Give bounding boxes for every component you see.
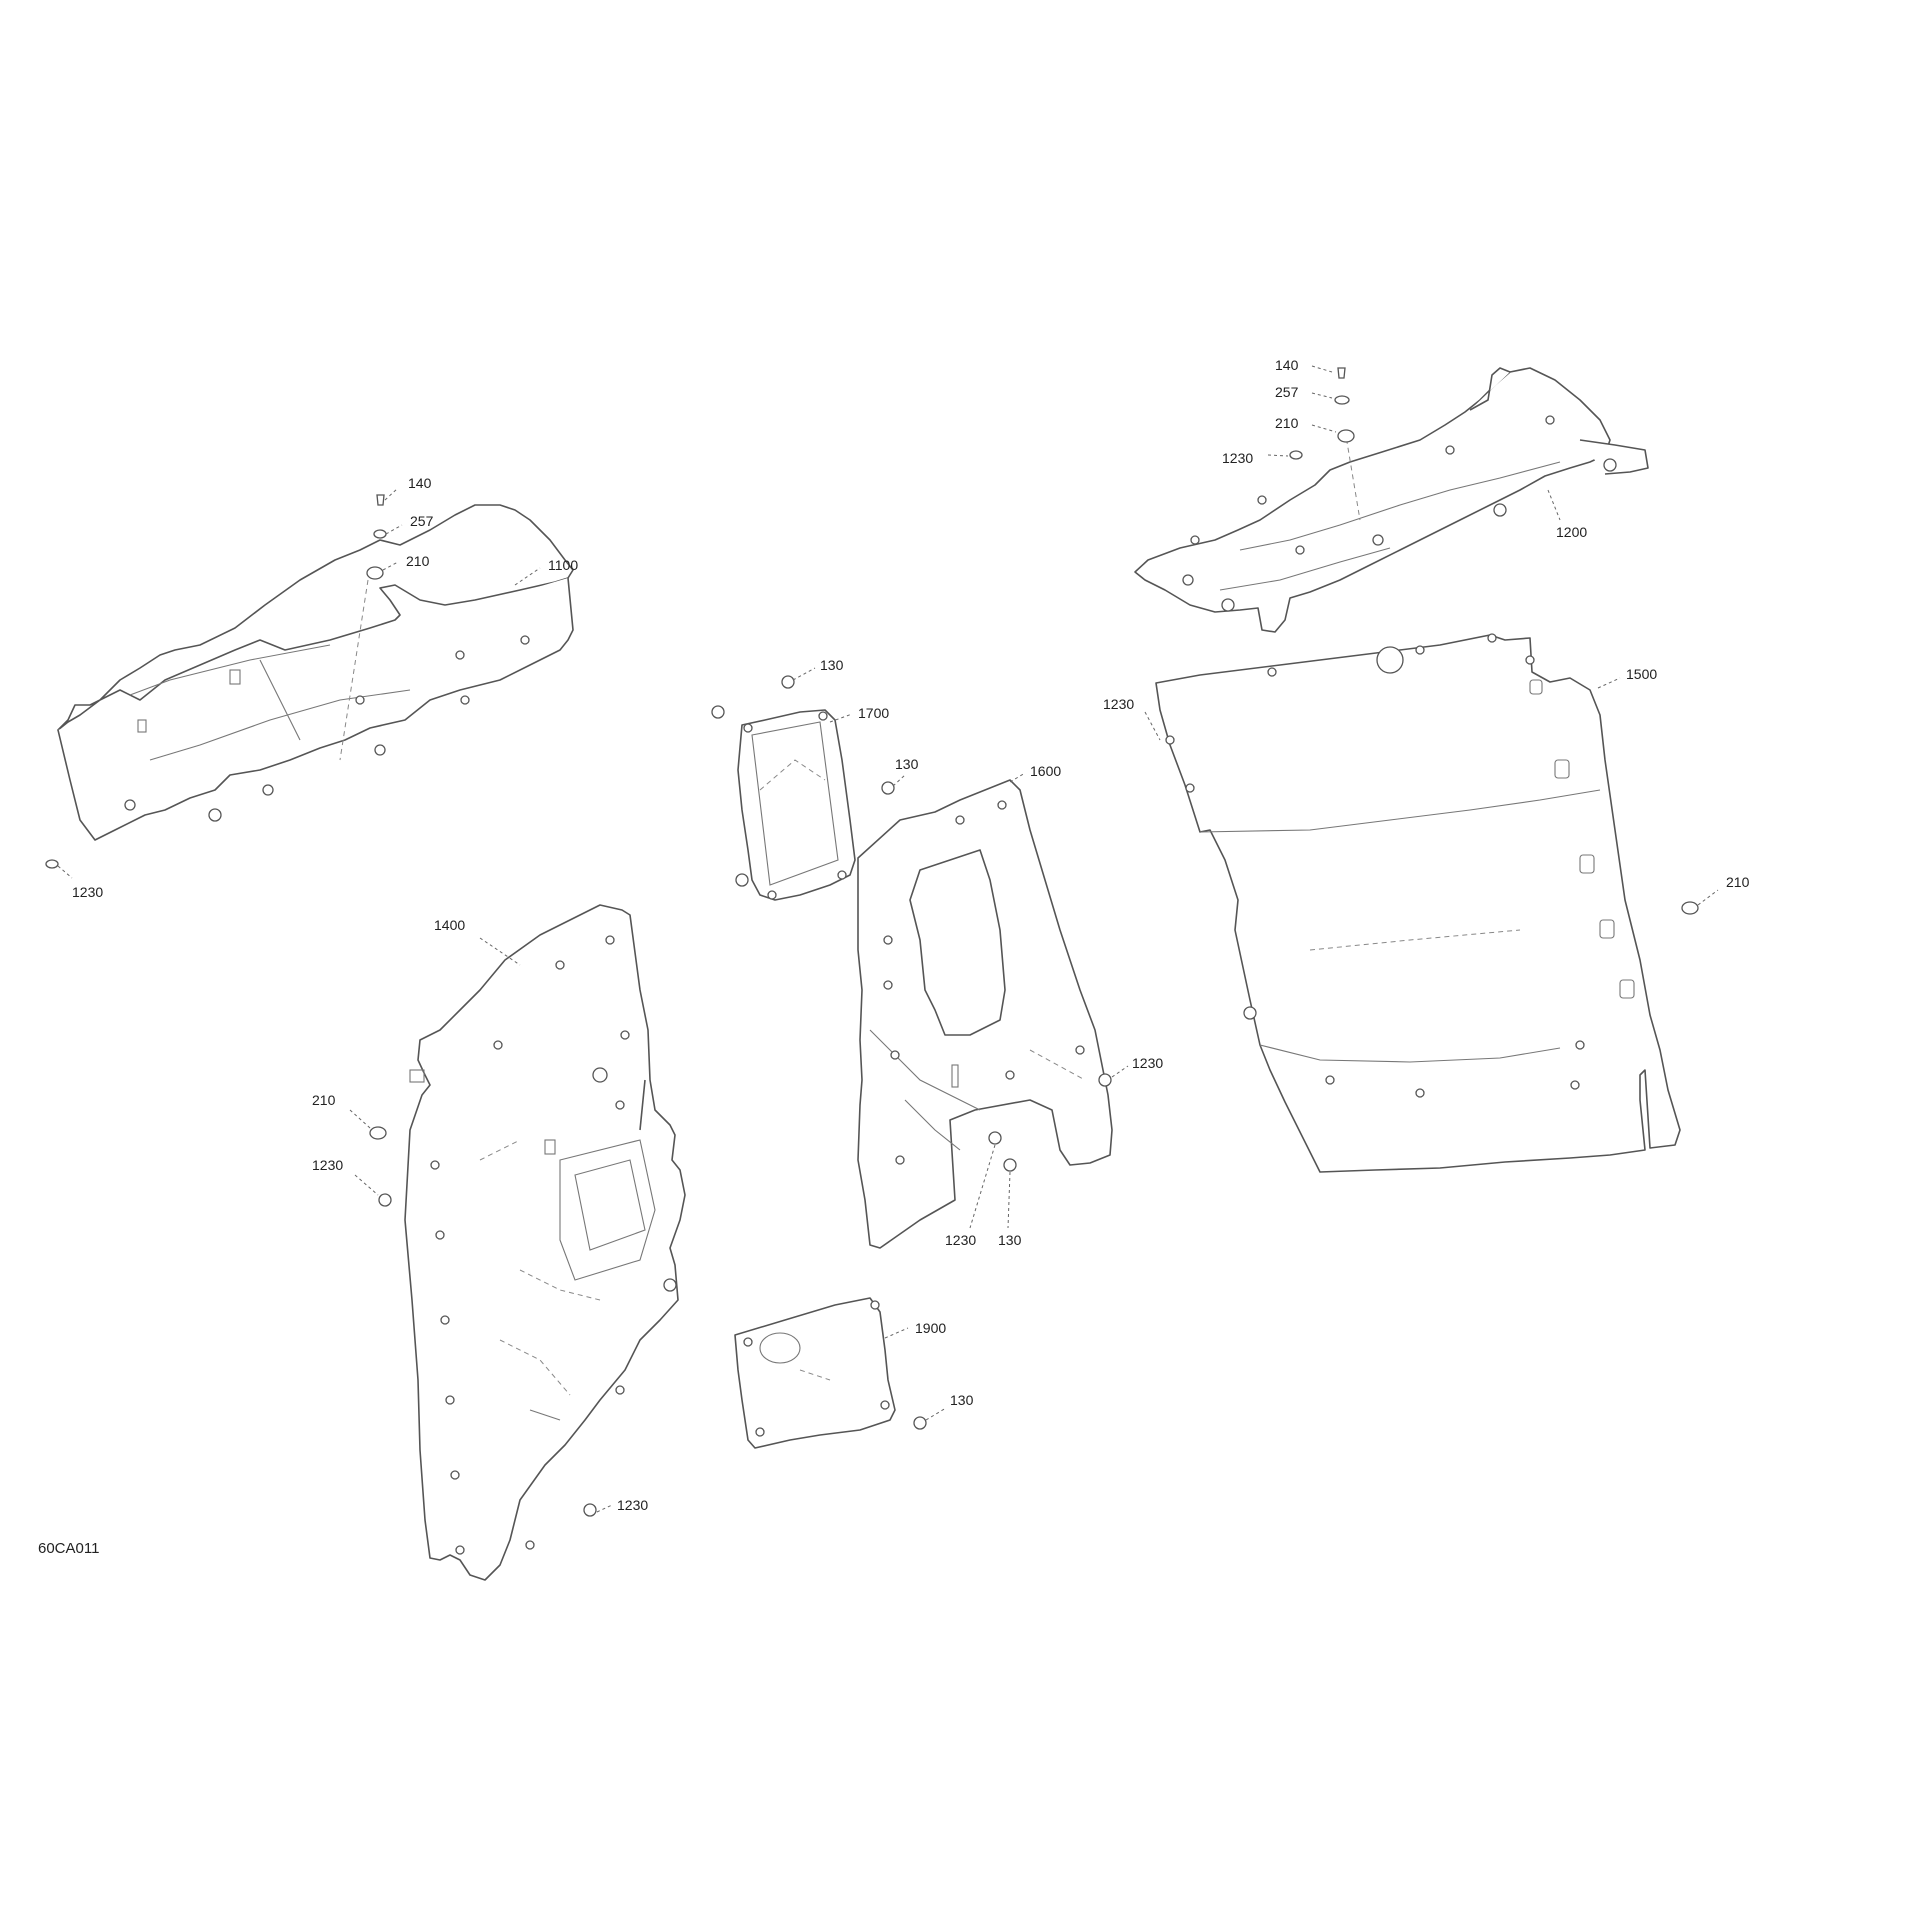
callout-1200-210: 210 — [1275, 415, 1299, 431]
callout-1100-140: 140 — [408, 475, 432, 491]
callout-1600-130-top: 130 — [895, 756, 919, 772]
callout-1400-1230-left: 1230 — [312, 1157, 343, 1173]
callout-1100-257: 257 — [410, 513, 434, 529]
callout-1200: 1200 — [1556, 524, 1587, 540]
callout-1100-1230: 1230 — [72, 884, 103, 900]
callout-1900: 1900 — [915, 1320, 946, 1336]
callout-1400-1230-bottom: 1230 — [617, 1497, 648, 1513]
part-1400-large-panel — [349, 904, 686, 1581]
callout-1600-1230-bottom: 1230 — [945, 1232, 976, 1248]
part-1100-duct-panel — [45, 487, 574, 879]
part-1900-plate — [734, 1297, 947, 1449]
part-1600-center-panel — [857, 772, 1129, 1249]
part-1700-cover — [711, 667, 856, 901]
callout-1400-210: 210 — [312, 1092, 336, 1108]
diagram-reference-code: 60CA011 — [38, 1540, 99, 1557]
callout-1200-257: 257 — [1275, 384, 1299, 400]
callout-1500-1230: 1230 — [1103, 696, 1134, 712]
callout-1200-140: 140 — [1275, 357, 1299, 373]
callout-1100: 1100 — [548, 557, 578, 573]
callout-1700: 1700 — [858, 705, 889, 721]
callout-1100-210: 210 — [406, 553, 430, 569]
part-1200-duct-panel — [1134, 365, 1649, 633]
part-1500-large-panel — [1144, 633, 1719, 1173]
callout-1400: 1400 — [434, 917, 465, 933]
callout-1900-130: 130 — [950, 1392, 974, 1408]
callout-1500: 1500 — [1626, 666, 1657, 682]
callout-1500-210: 210 — [1726, 874, 1750, 890]
callout-1200-1230: 1230 — [1222, 450, 1253, 466]
callout-1600: 1600 — [1030, 763, 1061, 779]
callout-1700-130: 130 — [820, 657, 844, 673]
callout-1600-130-bottom: 130 — [998, 1232, 1022, 1248]
callout-1600-1230-right: 1230 — [1132, 1055, 1163, 1071]
